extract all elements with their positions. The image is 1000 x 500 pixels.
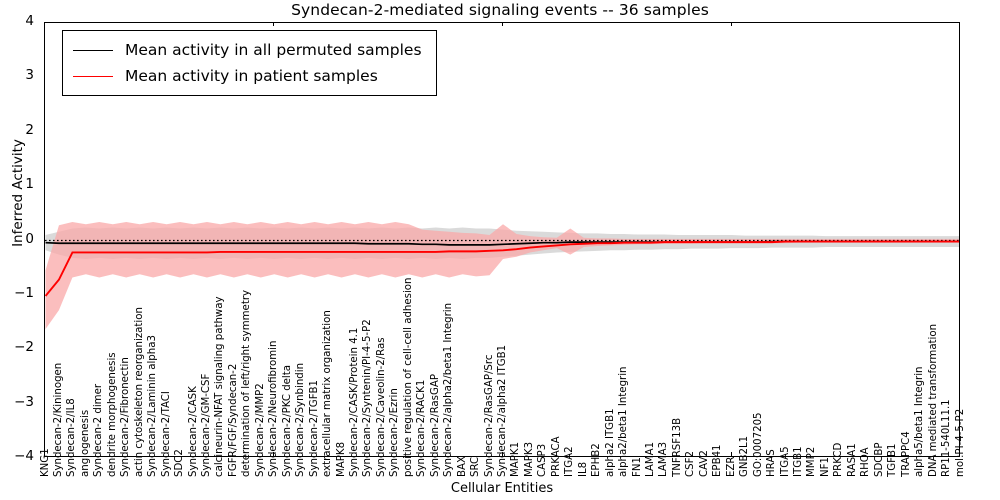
x-tick-label: EPB41 (712, 444, 724, 477)
x-tick-label: Syndecan-2/PKC delta (282, 365, 293, 477)
x-tick-label: EPHB2 (591, 443, 603, 477)
legend-item-patient: Mean activity in patient samples (73, 63, 422, 89)
x-tick-label: KNG1 (39, 448, 51, 477)
x-tick-label: PRKCD (833, 442, 845, 477)
x-tick-label: TGFB1 (887, 443, 899, 477)
x-tick-label: RHOA (860, 447, 872, 477)
x-tick-label: SDCBP (873, 442, 885, 477)
x-tick-label: GO:0007205 (753, 412, 764, 477)
x-tick-label: FN1 (631, 457, 643, 477)
y-tick-label: 0 (25, 230, 34, 247)
x-tick-mark (273, 452, 275, 456)
x-tick-label: PRKACA (550, 436, 562, 477)
x-tick-label: CASP3 (537, 443, 549, 477)
y-tick-label: 1 (25, 176, 34, 193)
x-tick-mark (502, 22, 504, 26)
legend-swatch-patient (73, 75, 113, 77)
x-tick-label: alpha5/beta1 Integrin (914, 366, 925, 477)
y-tick-label: 2 (25, 121, 34, 138)
x-tick-label: Syndecan-2/Laminin alpha3 (147, 335, 158, 477)
legend-label-patient: Mean activity in patient samples (125, 67, 378, 85)
x-tick-label: GNB2L1 (739, 435, 751, 477)
x-tick-label: CSF2 (685, 451, 697, 477)
x-tick-mark (502, 452, 504, 456)
patient-confidence-band (45, 222, 959, 330)
y-tick-label: 4 (25, 13, 34, 29)
y-axis-label: Inferred Activity (10, 139, 26, 247)
x-tick-label: angiogenesis (80, 410, 91, 477)
y-tick-label: −4 (14, 448, 34, 464)
x-tick-label: Syndecan-2/IL8 (66, 398, 77, 477)
x-tick-label: RASA1 (846, 443, 858, 477)
x-tick-label: Syndecan-2/Synbindin (295, 363, 306, 477)
legend-item-permuted: Mean activity in all permuted samples (73, 37, 422, 63)
x-tick-label: TNFRSF13B (672, 418, 683, 477)
x-tick-label: Syndecan-2/TGFB1 (309, 380, 320, 477)
x-tick-label: Syndecan-2/Kininogen (53, 363, 64, 477)
x-tick-label: EZR (725, 456, 737, 478)
x-axis-tick-labels: KNG1Syndecan-2/KininogenSyndecan-2/IL8an… (40, 278, 966, 479)
x-tick-label: alpha2/beta1 Integrin (618, 366, 629, 477)
x-tick-label: MAPK1 (510, 441, 522, 477)
x-tick-label: Syndecan-2/Syntenin/PI-4-5-P2 (362, 319, 373, 477)
x-tick-label: SRC (470, 456, 482, 477)
x-tick-label: Syndecan-2/CASK/Protein 4.1 (349, 328, 360, 477)
x-tick-label: extracellular matrix organization (322, 310, 333, 477)
x-tick-mark (273, 22, 275, 26)
y-tick-label: 3 (25, 67, 34, 84)
y-tick-label: −2 (14, 339, 34, 356)
legend-swatch-permuted (73, 49, 113, 51)
x-tick-label: Syndecan-2/RasGAP/Src (484, 355, 495, 477)
x-tick-label: LAMA1 (645, 441, 656, 477)
x-tick-mark (731, 22, 733, 26)
x-tick-label: IL8 (577, 461, 589, 477)
x-tick-label: Syndecan-2/alpha2 ITGB1 (497, 345, 508, 477)
plot-svg (45, 222, 959, 330)
x-tick-label: Syndecan-2/Caveolin-2/Ras (376, 337, 387, 477)
x-tick-label: ITGA5 (779, 446, 791, 477)
patient-mean-line (45, 240, 959, 297)
x-tick-label: positive regulation of cell-cell adhesio… (403, 278, 414, 477)
x-tick-label: mol:PI-4-5-P2 (954, 408, 966, 477)
x-tick-label: ITGB1 (793, 446, 805, 477)
x-tick-label: Syndecan-2 dimer (93, 384, 104, 477)
legend-label-permuted: Mean activity in all permuted samples (125, 41, 422, 59)
x-axis-label: Cellular Entities (450, 481, 554, 496)
x-tick-label: Syndecan-2/RasGAP (430, 374, 441, 477)
x-tick-label: Syndecan-2/CASK (188, 386, 199, 477)
x-tick-label: MMP2 (806, 446, 818, 477)
x-tick-label: LAMA3 (658, 441, 670, 477)
chart-title: Syndecan-2-mediated signaling events -- … (291, 1, 709, 19)
x-tick-label: actin cytoskeleton reorganization (134, 307, 145, 477)
x-tick-label: Syndecan-2/MMP2 (255, 383, 266, 477)
x-tick-label: Syndecan-2/alpha2/beta1 Integrin (443, 303, 454, 477)
x-tick-label: alpha2 ITGB1 (605, 408, 616, 477)
x-tick-label: HRAS (766, 449, 778, 477)
x-tick-label: dendrite morphogenesis (107, 352, 118, 477)
x-tick-mark (731, 452, 733, 456)
x-tick-label: RP11-540L11.1 (941, 399, 952, 477)
x-tick-label: DNA mediated transformation (928, 324, 939, 477)
x-tick-label: MAPK8 (335, 441, 347, 477)
x-tick-label: Syndecan-2/GM-CSF (201, 374, 212, 477)
chart-legend: Mean activity in all permuted samples Me… (62, 30, 437, 96)
x-tick-label: CAV2 (698, 450, 710, 477)
x-tick-label: Syndecan-2/Fibronectin (120, 357, 131, 477)
x-tick-label: Syndecan-2/Neurofibromin (268, 341, 279, 477)
x-tick-label: MAPK3 (523, 441, 535, 477)
x-tick-label: NF1 (819, 457, 831, 477)
x-tick-label: ITGA2 (564, 446, 576, 477)
x-tick-label: Syndecan-2/TACI (161, 391, 172, 477)
y-tick-label: −1 (14, 284, 34, 301)
x-tick-label: SDC2 (174, 449, 186, 477)
y-tick-label: −3 (14, 393, 34, 410)
x-tick-label: calcineurin-NFAT signaling pathway (214, 296, 225, 477)
x-tick-label: Syndecan-2/Ezrin (389, 388, 400, 477)
x-tick-label: Syndecan-2/RACK1 (416, 380, 427, 477)
x-tick-label: BAX (456, 456, 468, 477)
x-tick-label: TRAPPC4 (901, 431, 912, 477)
x-tick-label: FGFR/FGF/Syndecan-2 (228, 364, 239, 477)
x-tick-label: determination of left/right symmetry (241, 290, 252, 477)
